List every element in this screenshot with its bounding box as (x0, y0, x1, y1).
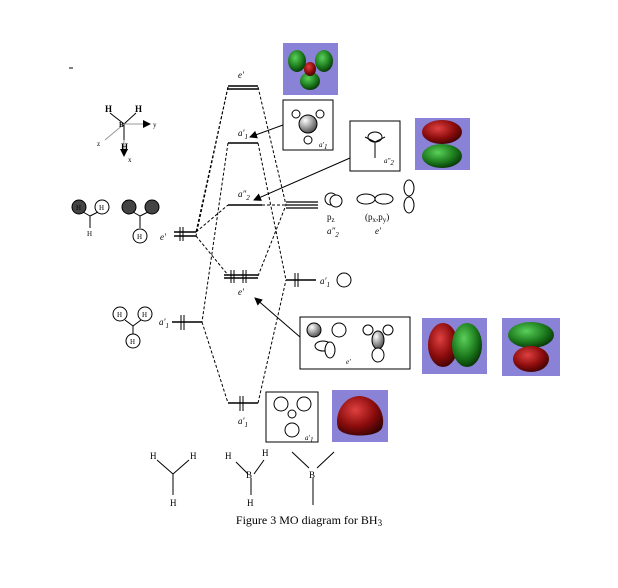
pxpy-label: (px,py) (365, 212, 389, 224)
pxpy-sym-label: e′ (375, 226, 382, 236)
mo-e-bonding-label: e′ (238, 287, 245, 297)
b-fragment-structure (291, 451, 335, 505)
mo-e-star-level (228, 85, 258, 90)
e-bonding-orbital-sketch: e′ (299, 316, 411, 370)
figure-caption: Figure 3 MO diagram for BH3 (235, 513, 383, 528)
a1-bonding-orbital-sketch: a′1 (265, 391, 319, 444)
bh3-structure (235, 459, 265, 495)
orbital-render (283, 43, 338, 95)
orbital-render (415, 118, 470, 170)
svg-text:H: H (117, 311, 122, 319)
pz-label: pz (327, 212, 335, 224)
svg-text:H: H (99, 204, 104, 212)
pz-sym-label: a″2 (327, 226, 339, 239)
b-s-orbital-sketch (336, 272, 352, 288)
svg-text:a″2: a″2 (384, 157, 394, 167)
a2-orbital-sketch: a″2 (349, 120, 401, 172)
h-label: H (262, 448, 269, 458)
svg-text:H: H (76, 204, 81, 212)
correlation-lines (195, 86, 287, 404)
h3-e-label: e′ (160, 232, 167, 242)
mo-a1-bonding-label: a′1 (238, 416, 248, 429)
a1-antibonding-orbital-sketch: a′1 (282, 99, 334, 151)
mo-a1-bonding-level (228, 396, 258, 411)
h-label: H (190, 451, 197, 461)
svg-text:a′1: a′1 (305, 434, 314, 444)
mo-e-star-label: e′ (238, 70, 245, 80)
h-label: H (225, 451, 232, 461)
svg-text:H: H (137, 233, 142, 241)
orbital-render (332, 390, 388, 442)
orbital-render (502, 318, 560, 376)
b-p-level (286, 201, 318, 209)
h3-e-level (174, 227, 196, 241)
b-label: B (119, 121, 124, 129)
b-p-orbital-sketch (324, 179, 415, 214)
mo-e-bonding-level (224, 270, 258, 283)
b-s-level (286, 273, 316, 287)
axis-x-label: x (128, 156, 132, 164)
svg-text:a′1: a′1 (319, 141, 328, 151)
axis-y-label: y (153, 121, 157, 129)
h3-a1-orbital-sketch: H H H (112, 306, 153, 349)
axis-z-label: z (97, 140, 100, 148)
orbital-render (422, 318, 487, 374)
h3-structure (156, 459, 190, 495)
h-label: H (121, 142, 128, 152)
svg-text:H: H (130, 338, 135, 346)
b-label: B (246, 470, 252, 480)
h3-a1-label: a′1 (159, 317, 169, 330)
svg-text:H: H (142, 311, 147, 319)
h3-a1-level (172, 315, 202, 330)
h-label: H (135, 104, 142, 114)
h3-e-orbital-sketch: H H H H (71, 199, 160, 244)
axis-sketch: H H B H y z x (97, 104, 157, 164)
b-s-label: a′1 (320, 276, 330, 289)
h-label: H (170, 498, 177, 508)
svg-text:e′: e′ (346, 358, 351, 366)
h-label: H (150, 451, 157, 461)
svg-text:H: H (87, 230, 92, 238)
b-label: B (309, 470, 315, 480)
mo-a2-label: a″2 (238, 189, 250, 202)
arrow-icon (249, 124, 351, 338)
mo-a1-star-label: a′1 (238, 128, 248, 141)
h-label: H (105, 104, 112, 114)
h-label: H (247, 498, 254, 508)
